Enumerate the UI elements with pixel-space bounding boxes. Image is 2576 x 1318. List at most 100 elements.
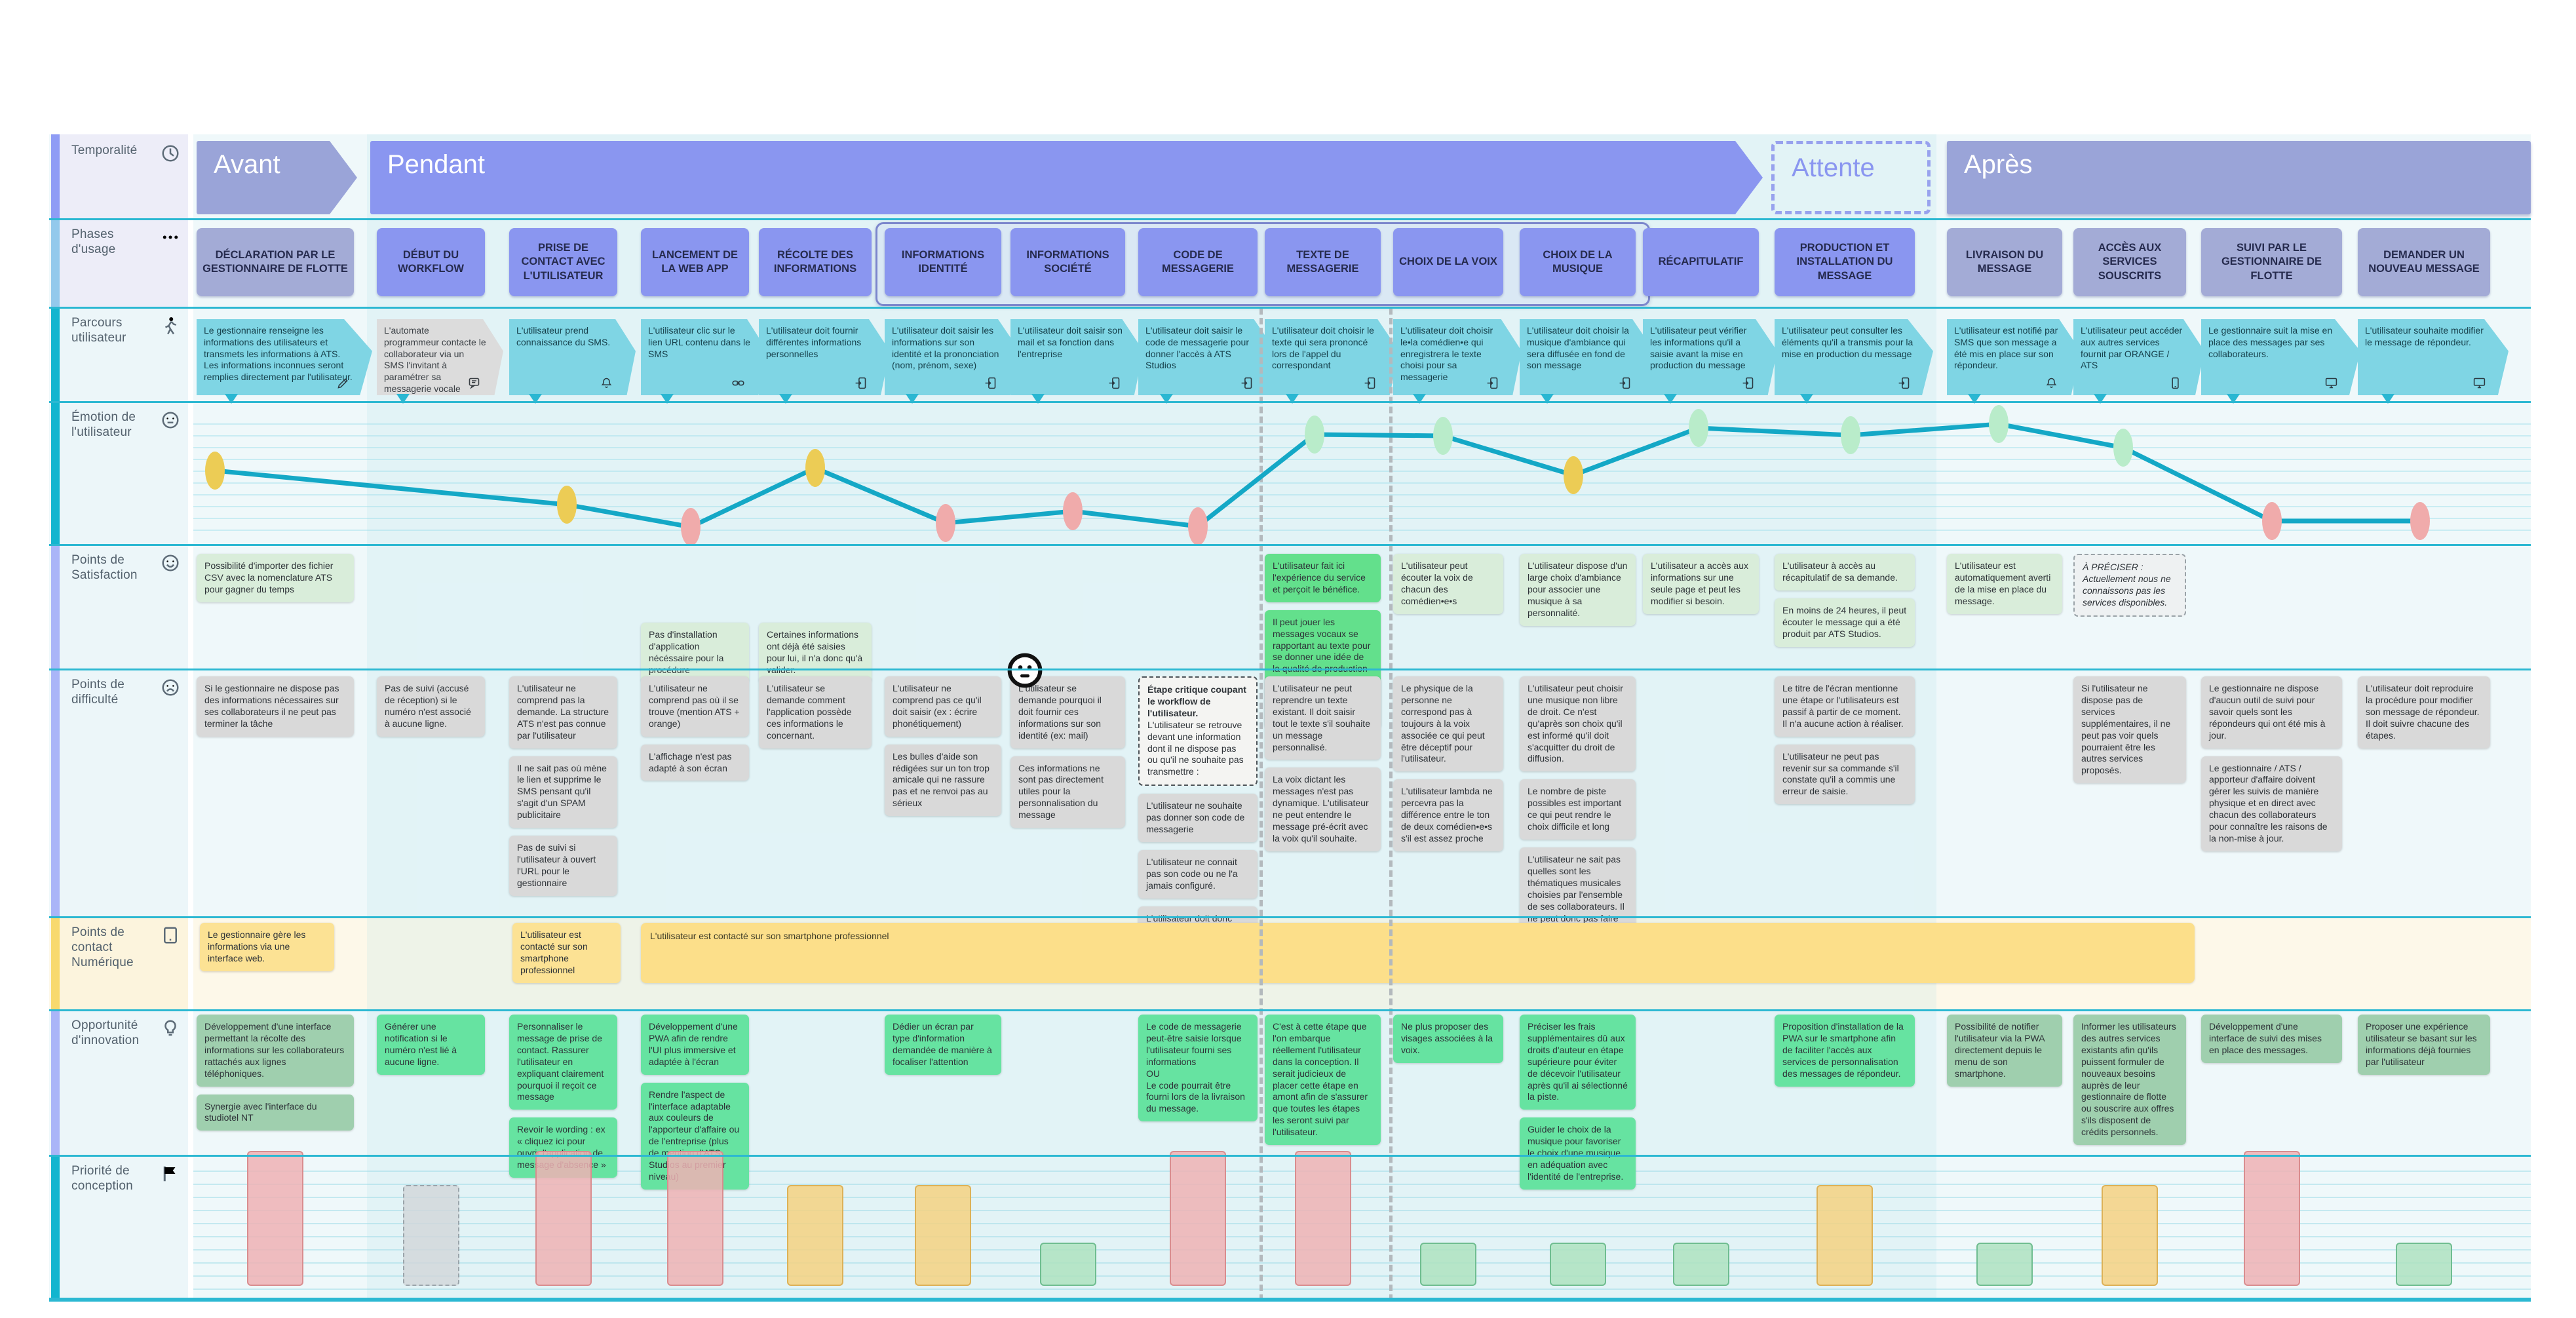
journey-sticky[interactable]: L'utilisateur clic sur le lien URL conte… <box>641 319 767 395</box>
journey-sticky[interactable]: L'utilisateur doit choisir le texte qui … <box>1265 319 1399 395</box>
priority-bar[interactable] <box>1040 1243 1096 1286</box>
journey-sticky[interactable]: L'utilisateur doit saisir le code de mes… <box>1138 319 1276 395</box>
phase-box[interactable]: RÉCAPITULATIF <box>1643 228 1759 296</box>
sticky-note[interactable]: Possibilité de notifier l'utilisateur vi… <box>1947 1015 2062 1087</box>
phase-box[interactable]: CODE DE MESSAGERIE <box>1138 228 1258 296</box>
sticky-note[interactable]: L'utilisateur doit reproduire la procédu… <box>2358 676 2490 748</box>
priority-bar[interactable] <box>1295 1151 1351 1286</box>
sticky-note[interactable]: L'utilisateur lambda ne percevra pas la … <box>1393 779 1503 851</box>
phase-box[interactable]: LIVRAISON DU MESSAGE <box>1947 228 2062 296</box>
temporality-band-avant[interactable]: Avant <box>197 141 357 214</box>
priority-bar[interactable] <box>2102 1185 2158 1286</box>
priority-bar[interactable] <box>667 1151 723 1286</box>
sticky-note[interactable]: L'utilisateur ne comprend pas où il se t… <box>641 676 749 737</box>
sticky-note[interactable]: L'utilisateur est automatiquement averti… <box>1947 554 2062 614</box>
sticky-note[interactable]: L'utilisateur fait ici l'expérience du s… <box>1265 554 1381 602</box>
journey-sticky[interactable]: Le gestionnaire suit la mise en place de… <box>2201 319 2360 395</box>
sticky-note[interactable]: C'est à cette étape que l'on embarque ré… <box>1265 1015 1381 1146</box>
sticky-note[interactable]: Synergie avec l'interface du studiotel N… <box>197 1094 354 1131</box>
contact-sticky[interactable]: Le gestionnaire gère les informations vi… <box>200 923 334 971</box>
phase-box[interactable]: DEMANDER UN NOUVEAU MESSAGE <box>2358 228 2490 296</box>
sticky-note[interactable]: Le code de messagerie peut-être saisie l… <box>1138 1015 1258 1122</box>
sticky-note[interactable]: L'utilisateur se demande comment l'appli… <box>759 676 872 748</box>
sticky-note[interactable]: Proposer une expérience utilisateur se b… <box>2358 1015 2490 1075</box>
sticky-note[interactable]: L'utilisateur ne peut reprendre un texte… <box>1265 676 1381 760</box>
journey-sticky[interactable]: Le gestionnaire renseigne les informatio… <box>197 319 372 395</box>
sticky-note[interactable]: Préciser les frais supplémentaires dû au… <box>1520 1015 1636 1110</box>
journey-sticky[interactable]: L'utilisateur doit choisir la musique d'… <box>1520 319 1654 395</box>
sticky-note[interactable]: L'utilisateur a accès aux informations s… <box>1643 554 1759 614</box>
journey-sticky[interactable]: L'utilisateur peut consulter les élément… <box>1775 319 1933 395</box>
journey-sticky[interactable]: L'utilisateur doit saisir son mail et sa… <box>1010 319 1144 395</box>
sticky-note[interactable]: Développement d'une PWA afin de rendre l… <box>641 1015 749 1075</box>
priority-bar[interactable] <box>1170 1151 1226 1286</box>
sticky-note[interactable]: Il ne sait pas où mène le lien et suppri… <box>509 756 617 828</box>
sticky-note[interactable]: Possibilité d'importer des fichier CSV a… <box>197 554 354 602</box>
priority-bar[interactable] <box>915 1185 971 1286</box>
sticky-note[interactable]: Proposition d'installation de la PWA sur… <box>1775 1015 1915 1087</box>
sticky-note[interactable]: Le gestionnaire / ATS / apporteur d'affa… <box>2201 756 2342 851</box>
sticky-note[interactable]: Développement d'une interface de suivi d… <box>2201 1015 2342 1063</box>
sticky-note[interactable]: Le gestionnaire ne dispose d'aucun outil… <box>2201 676 2342 748</box>
phase-box[interactable]: TEXTE DE MESSAGERIE <box>1265 228 1381 296</box>
sticky-note[interactable]: Si l'utilisateur ne dispose pas de servi… <box>2073 676 2186 784</box>
journey-sticky[interactable]: L'utilisateur doit saisir les informatio… <box>885 319 1020 395</box>
temporality-band-apres[interactable]: Après <box>1947 141 2531 214</box>
journey-sticky[interactable]: L'automate programmeur contacte le colla… <box>377 319 503 395</box>
sticky-note[interactable]: Le titre de l'écran mentionne une étape … <box>1775 676 1915 737</box>
sticky-note[interactable]: Certaines informations ont déjà été sais… <box>759 623 872 683</box>
sticky-note[interactable]: L'utilisateur peut écouter la voix de ch… <box>1393 554 1503 614</box>
sticky-note[interactable]: La voix dictant les messages n'est pas d… <box>1265 767 1381 851</box>
sticky-note[interactable]: L'utilisateur peut choisir une musique n… <box>1520 676 1636 772</box>
priority-bar[interactable] <box>1673 1243 1729 1286</box>
sticky-note[interactable]: En moins de 24 heures, il peut écouter l… <box>1775 598 1915 647</box>
phase-box[interactable]: PRODUCTION ET INSTALLATION DU MESSAGE <box>1775 228 1915 296</box>
journey-sticky[interactable]: L'utilisateur doit fournir différentes i… <box>759 319 890 395</box>
priority-bar[interactable] <box>2396 1243 2452 1286</box>
phase-box[interactable]: DÉBUT DU WORKFLOW <box>377 228 485 296</box>
temporality-band-attente[interactable]: Attente <box>1771 141 1931 214</box>
phase-box[interactable]: SUIVI PAR LE GESTIONNAIRE DE FLOTTE <box>2201 228 2342 296</box>
temporality-band-pendant[interactable]: Pendant <box>370 141 1763 214</box>
priority-bar[interactable] <box>535 1151 592 1286</box>
sticky-note[interactable]: Informer les utilisateurs des autres ser… <box>2073 1015 2186 1146</box>
phase-box[interactable]: CHOIX DE LA VOIX <box>1393 228 1503 296</box>
sticky-note[interactable]: Le physique de la personne ne correspond… <box>1393 676 1503 772</box>
journey-sticky[interactable]: L'utilisateur souhaite modifier le messa… <box>2358 319 2509 395</box>
sticky-note[interactable]: Personnaliser le message de prise de con… <box>509 1015 617 1110</box>
phase-box[interactable]: LANCEMENT DE LA WEB APP <box>641 228 749 296</box>
phase-box[interactable]: DÉCLARATION PAR LE GESTIONNAIRE DE FLOTT… <box>197 228 354 296</box>
priority-bar[interactable] <box>1550 1243 1606 1286</box>
sticky-note[interactable]: Pas de suivi (accusé de réception) si le… <box>377 676 485 737</box>
journey-sticky[interactable]: L'utilisateur doit choisir le•la comédie… <box>1393 319 1522 395</box>
sticky-note[interactable]: L'utilisateur ne comprend pas la demande… <box>509 676 617 748</box>
sticky-note[interactable]: L'utilisateur ne peut pas revenir sur sa… <box>1775 744 1915 805</box>
priority-bar[interactable] <box>247 1151 303 1286</box>
sticky-note[interactable]: Pas de suivi si l'utilisateur à ouvert l… <box>509 836 617 896</box>
contact-sticky[interactable]: L'utilisateur est contacté sur son smart… <box>512 923 621 983</box>
priority-bar[interactable] <box>1817 1185 1873 1286</box>
journey-sticky[interactable]: L'utilisateur peut vérifier les informat… <box>1643 319 1777 395</box>
priority-bar[interactable] <box>1976 1243 2033 1286</box>
phase-box[interactable]: INFORMATIONS IDENTITÉ <box>885 228 1001 296</box>
sticky-note[interactable]: Les bulles d'aide son rédigées sur un to… <box>885 744 1001 817</box>
sticky-note[interactable]: Développement d'une interface permettant… <box>197 1015 354 1087</box>
sticky-note[interactable]: L'utilisateur dispose d'un large choix d… <box>1520 554 1636 626</box>
priority-bar[interactable] <box>787 1185 843 1286</box>
sticky-note[interactable]: Étape critique coupant le workflow de l'… <box>1138 676 1258 786</box>
priority-bar[interactable] <box>1420 1243 1476 1286</box>
sticky-note[interactable]: Ces informations ne sont pas directement… <box>1010 756 1125 828</box>
sticky-note[interactable]: Générer une notification si le numéro n'… <box>377 1015 485 1075</box>
phase-box[interactable]: INFORMATIONS SOCIÉTÉ <box>1010 228 1125 296</box>
sticky-note[interactable]: L'utilisateur ne souhaite pas donner son… <box>1138 794 1258 842</box>
sticky-note[interactable]: Ne plus proposer des visages associées à… <box>1393 1015 1503 1063</box>
phase-box[interactable]: ACCÈS AUX SERVICES SOUSCRITS <box>2073 228 2186 296</box>
priority-bar[interactable] <box>2244 1151 2300 1286</box>
sticky-note[interactable]: Guider le choix de la musique pour favor… <box>1520 1117 1636 1190</box>
sticky-note[interactable]: Le nombre de piste possibles est importa… <box>1520 779 1636 840</box>
journey-sticky[interactable]: L'utilisateur prend connaissance du SMS. <box>509 319 636 395</box>
neutral-face-sticker[interactable] <box>1007 652 1043 689</box>
sticky-note[interactable]: Pas d'installation d'application nécéssa… <box>641 623 749 683</box>
sticky-note[interactable]: Dédier un écran par type d'information d… <box>885 1015 1001 1075</box>
sticky-note[interactable]: L'utilisateur se demande pourquoi il doi… <box>1010 676 1125 748</box>
